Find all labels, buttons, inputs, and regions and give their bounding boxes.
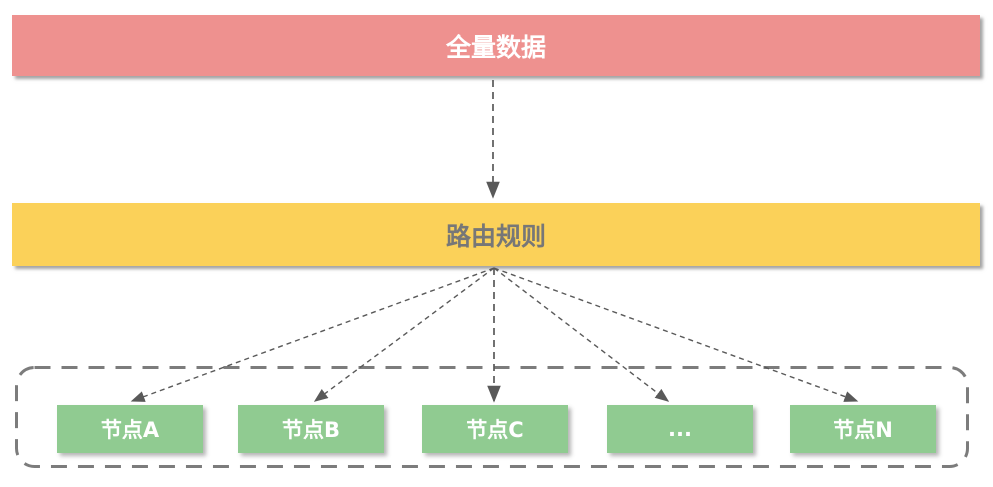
- node-a-box: 节点A: [57, 405, 203, 453]
- node-ellipsis-label: ...: [668, 417, 692, 441]
- node-ellipsis-box: ...: [607, 405, 753, 453]
- full-data-bar: 全量数据: [12, 15, 980, 76]
- node-b-label: 节点B: [281, 418, 340, 442]
- node-a-label: 节点A: [100, 418, 160, 442]
- node-c-box: 节点C: [422, 405, 568, 453]
- node-c-label: 节点C: [466, 418, 524, 442]
- full-data-label: 全量数据: [445, 32, 546, 62]
- routing-rules-label: 路由规则: [445, 221, 546, 251]
- node-n-label: 节点N: [833, 418, 893, 442]
- nodes-group-container: 节点A 节点B 节点C ... 节点N: [15, 366, 969, 467]
- node-b-box: 节点B: [238, 405, 384, 453]
- routing-rules-bar: 路由规则: [12, 203, 980, 266]
- node-n-box: 节点N: [790, 405, 936, 453]
